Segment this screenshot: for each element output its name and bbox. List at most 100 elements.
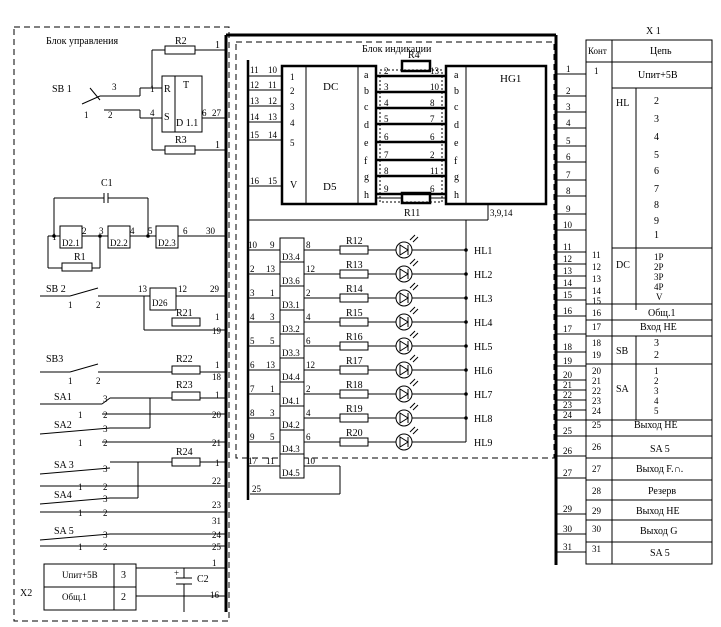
inv-d4-5: D4.5 xyxy=(282,468,300,478)
svg-text:27: 27 xyxy=(212,108,222,118)
svg-text:15: 15 xyxy=(268,176,278,186)
seg-b-left: b xyxy=(364,86,369,97)
inverter-dividers xyxy=(280,261,304,455)
gate-d2-3-label: D2.3 xyxy=(158,238,176,248)
x1-hl-3: 3 xyxy=(654,114,659,125)
sa2-label: SA2 xyxy=(54,420,72,431)
svg-text:5: 5 xyxy=(250,336,255,346)
resistor-r1 xyxy=(61,262,93,272)
svg-text:4: 4 xyxy=(566,118,571,128)
led-junctions xyxy=(464,248,468,420)
svg-text:1: 1 xyxy=(78,438,83,448)
svg-text:3: 3 xyxy=(121,570,126,581)
x1-dc-v: V xyxy=(656,292,663,302)
svg-text:29: 29 xyxy=(592,506,602,516)
svg-text:7: 7 xyxy=(384,150,389,160)
svg-text:23: 23 xyxy=(563,400,573,410)
svg-text:21: 21 xyxy=(212,438,221,448)
svg-text:1: 1 xyxy=(290,72,295,82)
r19-label: R19 xyxy=(346,404,363,415)
x1-sa-1: 1 xyxy=(654,366,659,376)
svg-text:1: 1 xyxy=(270,384,275,394)
svg-text:11: 11 xyxy=(563,242,572,252)
hl1-label: HL1 xyxy=(474,246,492,257)
svg-text:31: 31 xyxy=(212,516,221,526)
svg-text:10: 10 xyxy=(306,456,316,466)
x1-hl-1: 1 xyxy=(654,230,659,241)
inv-d3-2: D3.2 xyxy=(282,324,300,334)
svg-text:8: 8 xyxy=(566,186,571,196)
svg-text:3: 3 xyxy=(250,288,255,298)
svg-text:12: 12 xyxy=(306,264,315,274)
led-resistors xyxy=(339,245,369,447)
led-rows xyxy=(304,220,467,443)
r14-label: R14 xyxy=(346,284,363,295)
svg-text:1: 1 xyxy=(150,84,155,94)
svg-text:30: 30 xyxy=(592,524,602,534)
svg-text:3: 3 xyxy=(103,494,108,504)
svg-text:29: 29 xyxy=(563,504,573,514)
svg-text:6: 6 xyxy=(566,152,571,162)
svg-text:9: 9 xyxy=(566,204,571,214)
svg-text:23: 23 xyxy=(212,500,222,510)
svg-text:8: 8 xyxy=(306,240,311,250)
svg-text:24: 24 xyxy=(212,530,222,540)
svg-text:9: 9 xyxy=(250,432,255,442)
svg-text:1: 1 xyxy=(68,300,73,310)
inv-d4-1: D4.1 xyxy=(282,396,300,406)
svg-text:2: 2 xyxy=(103,542,108,552)
x1-output-ne: Выход НЕ xyxy=(634,420,678,431)
svg-text:4: 4 xyxy=(150,108,155,118)
indication-block-title: Блок индикации xyxy=(362,44,432,55)
svg-text:24: 24 xyxy=(592,406,602,416)
seg-d-right: d xyxy=(454,120,459,131)
svg-text:7: 7 xyxy=(566,170,571,180)
svg-text:2: 2 xyxy=(121,592,126,603)
svg-text:1: 1 xyxy=(78,508,83,518)
svg-text:17: 17 xyxy=(248,456,258,466)
svg-text:6: 6 xyxy=(202,108,207,118)
svg-text:31: 31 xyxy=(563,542,572,552)
x1-group-hl: HL xyxy=(616,98,629,109)
svg-text:6: 6 xyxy=(306,336,311,346)
inv-d4-2: D4.2 xyxy=(282,420,300,430)
svg-text:14: 14 xyxy=(268,130,278,140)
svg-text:4: 4 xyxy=(306,312,311,322)
hl4-label: HL4 xyxy=(474,318,492,329)
svg-text:17: 17 xyxy=(563,324,573,334)
x1-output-f: Выход F.∩. xyxy=(636,464,683,475)
svg-text:4: 4 xyxy=(306,408,311,418)
svg-text:23: 23 xyxy=(592,396,602,406)
svg-text:6: 6 xyxy=(250,360,255,370)
svg-text:1: 1 xyxy=(215,458,220,468)
svg-text:1: 1 xyxy=(215,40,220,51)
x1-group-dc: DC xyxy=(616,260,630,271)
seg-e-right: e xyxy=(454,138,459,149)
r18-label: R18 xyxy=(346,380,363,391)
svg-text:27: 27 xyxy=(592,464,602,474)
x1-sa5b: SA 5 xyxy=(650,548,670,559)
svg-text:16: 16 xyxy=(592,308,602,318)
svg-text:6: 6 xyxy=(384,132,389,142)
seg-d-left: d xyxy=(364,120,369,131)
svg-text:6: 6 xyxy=(183,226,188,236)
display-hg1 xyxy=(444,64,548,206)
trigger-d1-1 xyxy=(161,75,203,133)
sa3-label: SA 3 xyxy=(54,460,74,471)
svg-text:5: 5 xyxy=(270,432,275,442)
hl3-label: HL3 xyxy=(474,294,492,305)
svg-text:1: 1 xyxy=(212,558,217,568)
x1-output-g: Выход G xyxy=(640,526,678,537)
sa5-label: SA 5 xyxy=(54,526,74,537)
r20-label: R20 xyxy=(346,428,363,439)
svg-text:14: 14 xyxy=(250,112,260,122)
x1-dc-2p: 2P xyxy=(654,262,664,272)
svg-text:22: 22 xyxy=(212,476,221,486)
svg-text:3: 3 xyxy=(103,424,108,434)
svg-text:1: 1 xyxy=(215,360,220,370)
x1-sb-2: 2 xyxy=(654,350,659,361)
x2-label: X2 xyxy=(20,588,32,599)
indication-block-frame xyxy=(235,41,555,459)
x1-sa5: SA 5 xyxy=(650,444,670,455)
